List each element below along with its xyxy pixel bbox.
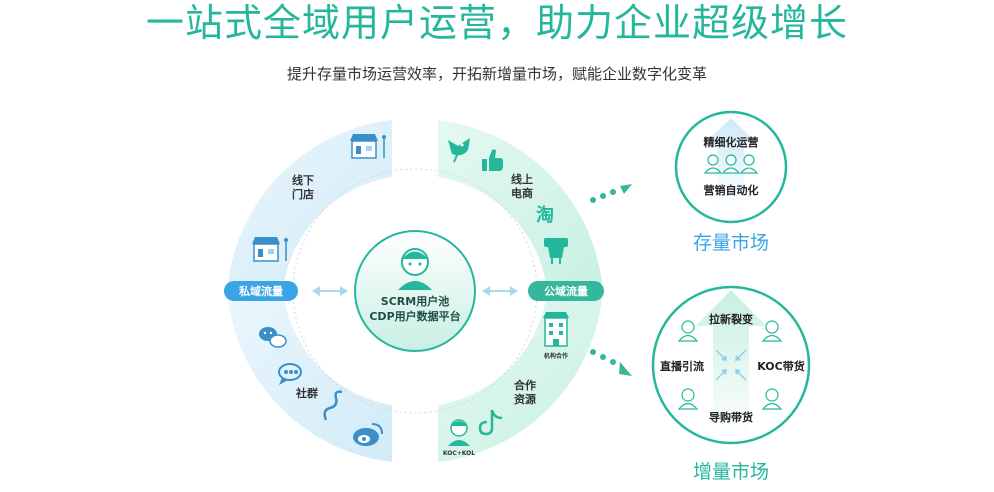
user-avatar-icon — [761, 320, 783, 342]
stock-bottom-label: 营销自动化 — [704, 183, 759, 197]
person-avatar-icon — [398, 248, 432, 290]
dotted-arrow-to-stock-icon — [590, 184, 632, 203]
public-traffic-tag — [528, 281, 604, 301]
thumbs-up-icon — [482, 149, 503, 171]
private-traffic-label: 私域流量 — [239, 284, 283, 298]
offline-label-line1: 线下 — [292, 173, 314, 187]
growth-market-caption: 增量市场 — [693, 461, 769, 483]
chat-bubble-icon — [278, 363, 302, 385]
center-line1: SCRM用户池 — [381, 294, 449, 308]
page-subtitle: 提升存量市场运营效率，开拓新增量市场，赋能企业数字化变革 — [286, 65, 707, 83]
taobao-icon: 淘 — [536, 204, 554, 226]
user-avatar-icon — [677, 320, 699, 342]
store-icon — [252, 237, 288, 262]
community-label: 社群 — [295, 386, 318, 400]
right-double-arrow-icon — [482, 286, 518, 296]
growth-left-label: 直播引流 — [660, 359, 704, 373]
building-icon — [543, 312, 569, 347]
growth-top-label: 拉新裂变 — [709, 312, 753, 326]
user-avatar-icon — [677, 388, 699, 410]
koc-kol-avatar-icon — [448, 419, 470, 446]
jd-dog-icon — [544, 238, 568, 264]
dotted-arrow-to-growth-icon — [590, 349, 632, 376]
offline-label-line2: 门店 — [292, 187, 314, 201]
page-title: 一站式全域用户运营，助力企业超级增长 — [145, 1, 848, 45]
wechat-icon — [259, 327, 287, 348]
stock-top-label: 精细化运营 — [704, 135, 759, 149]
coop-label-line1: 合作 — [514, 378, 536, 392]
user-avatar-icon — [761, 388, 783, 410]
left-double-arrow-icon — [312, 286, 348, 296]
tmall-cat-icon — [448, 138, 470, 163]
miniprogram-icon — [323, 390, 343, 421]
growth-right-label: KOC带货 — [757, 359, 804, 373]
koc-kol-label: KOC+KOL — [443, 450, 475, 457]
online-label-line1: 线上 — [511, 172, 533, 186]
user-group-icon — [703, 154, 759, 174]
growth-bottom-label: 导购带货 — [709, 410, 753, 424]
stock-market-caption: 存量市场 — [693, 232, 769, 254]
coop-label-line2: 资源 — [514, 392, 536, 406]
store-icon — [350, 134, 386, 159]
online-label-line2: 电商 — [511, 186, 533, 200]
private-traffic-tag — [224, 281, 298, 301]
center-circle — [354, 230, 476, 352]
growth-up-arrow-icon — [696, 290, 766, 438]
weibo-icon — [353, 423, 383, 446]
tiktok-icon — [478, 409, 503, 436]
center-line2: CDP用户数据平台 — [369, 309, 460, 323]
converging-arrows-icon — [715, 349, 747, 381]
coop-building-label: 机构合作 — [544, 352, 568, 360]
public-traffic-label: 公域流量 — [544, 284, 588, 298]
